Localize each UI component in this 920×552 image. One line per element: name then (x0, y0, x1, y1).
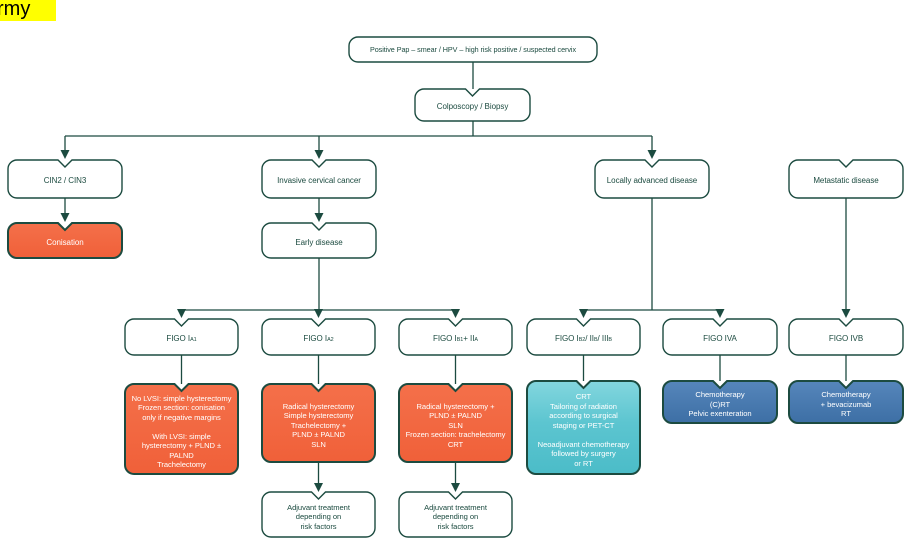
node-shape-treatment-ia2[interactable] (261, 383, 376, 463)
label-subscript: B (608, 337, 612, 344)
arrowhead-early-disease (314, 213, 324, 222)
node-shape-figo-ia2[interactable] (261, 318, 376, 356)
label-text: FIGO I (433, 334, 457, 344)
label-subscript: A2 (327, 337, 334, 344)
treatment-label-ib2-iib-iiib: CRT Tailoring of radiation according to … (537, 392, 630, 468)
node-shape-adjuvant-b[interactable] (398, 491, 513, 538)
arrowhead-figo-iva (715, 309, 725, 318)
node-shape-conisation[interactable] (7, 222, 123, 259)
treatment-label-ib1-iia: Radical hysterectomy + PLND ± PALND SLN … (405, 401, 506, 449)
highlight-label: rmy (0, 0, 31, 20)
label-subscript: B1 (456, 337, 464, 344)
node-shape-adjuvant-a[interactable] (261, 491, 376, 538)
arrowhead-adjuvant-a (314, 483, 323, 492)
node-label-start: Positive Pap – smear / HPV – high risk p… (369, 44, 577, 54)
label-text: + II (463, 334, 475, 344)
arrowhead-figo-ib2 (579, 309, 588, 318)
node-label-colposcopy: Colposcopy / Biopsy (436, 102, 509, 112)
label-text: FIGO I (166, 334, 191, 344)
arrowhead-adjuvant-b (451, 483, 460, 492)
node-shape-colposcopy[interactable] (414, 88, 531, 122)
node-label-cin: CIN2 / CIN3 (43, 176, 87, 186)
treatment-label-iva: Chemotherapy (C)RT Pelvic exenteration (688, 390, 752, 419)
treatment-label-ivb: Chemotherapy + bevacizumab RT (820, 390, 872, 419)
node-shape-invasive[interactable] (261, 159, 377, 199)
arrowhead-locally-advanced (647, 150, 657, 159)
node-label-metastatic: Metastatic disease (813, 176, 879, 186)
label-text: FIGO I (303, 334, 328, 344)
label-text: FIGO IVA (703, 334, 737, 344)
node-shape-early-disease[interactable] (261, 222, 377, 259)
label-text: / II (585, 334, 594, 344)
node-shape-treatment-ib1-iia[interactable] (398, 383, 513, 463)
highlighted-text-fragment: rmy (0, 0, 56, 21)
node-shape-locally-advanced[interactable] (594, 159, 710, 199)
node-shape-treatment-ia1[interactable] (124, 383, 239, 475)
node-shape-figo-ib2-iib-iiib[interactable] (526, 318, 641, 356)
label-subscript: B2 (578, 337, 586, 344)
node-label-figo-iva: FIGO IVA (665, 323, 775, 355)
node-shape-figo-ivb[interactable] (788, 318, 904, 356)
label-subscript: A1 (190, 337, 197, 344)
node-shape-treatment-ib2-iib-iiib[interactable] (526, 380, 641, 475)
label-text: FIGO I (555, 334, 579, 344)
node-label-early-disease: Early disease (295, 237, 343, 247)
node-label-conisation: Conisation (46, 237, 84, 247)
node-shape-treatment-ivb[interactable] (788, 380, 904, 424)
node-label-figo-ivb: FIGO IVB (791, 323, 901, 355)
treatment-label-ia2: Radical hysterectomy Simple hysterectomy… (282, 401, 355, 449)
node-shape-cin[interactable] (7, 159, 123, 199)
label-subscript: A (474, 337, 478, 344)
arrowhead-invasive (314, 150, 324, 159)
node-label-invasive: Invasive cervical cancer (277, 176, 361, 186)
arrowhead-figo-ib1-iia (451, 309, 460, 318)
node-shape-start[interactable] (348, 36, 598, 63)
arrowhead-figo-ia1 (177, 309, 186, 318)
treatment-label-ia1: No LVSI: simple hysterectomy Frozen sect… (131, 393, 232, 470)
label-subscript: B (593, 337, 598, 344)
arrowhead-figo-ivb (841, 309, 851, 318)
adjuvant-label-b: Adjuvant treatment depending on risk fac… (424, 502, 487, 531)
node-shape-figo-iva[interactable] (662, 318, 778, 356)
arrowhead-conisation (60, 213, 70, 222)
node-shape-metastatic[interactable] (788, 159, 904, 199)
label-text: / III (597, 334, 609, 344)
node-shape-treatment-iva[interactable] (662, 380, 778, 424)
label-text: FIGO IVB (828, 334, 864, 344)
arrowhead-figo-ia2 (314, 309, 323, 318)
arrowhead-group (60, 150, 851, 492)
adjuvant-label-a: Adjuvant treatment depending on risk fac… (287, 502, 350, 531)
node-shape-figo-ib1-iia[interactable] (398, 318, 513, 356)
node-shape-figo-ia1[interactable] (124, 318, 239, 356)
node-label-locally-advanced: Locally advanced disease (606, 176, 698, 186)
arrowhead-cin (60, 150, 70, 159)
node-shape-group (7, 36, 904, 538)
